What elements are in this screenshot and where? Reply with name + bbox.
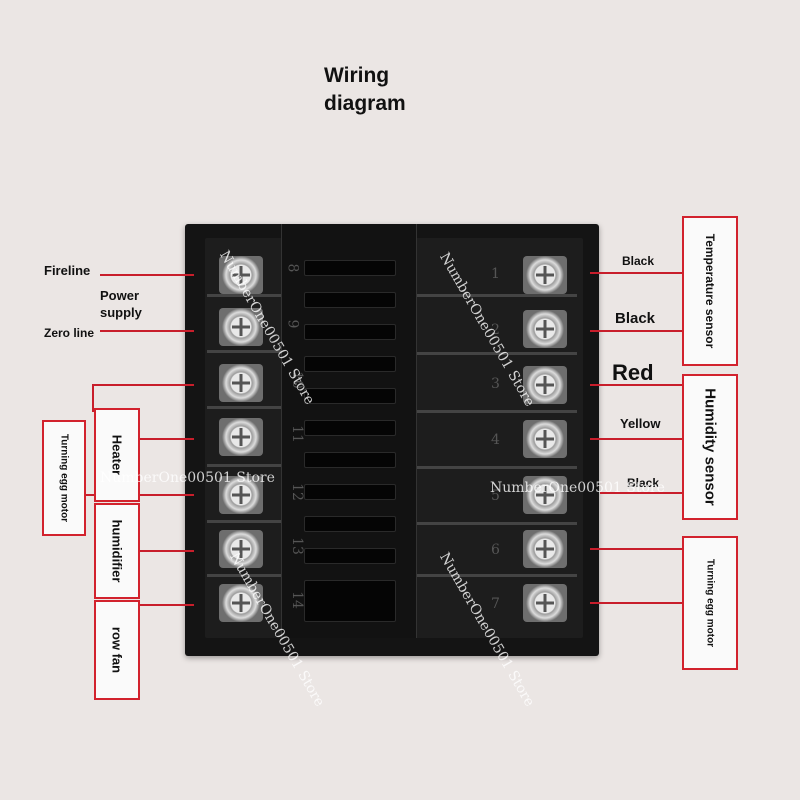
humidity-yellow-wire	[590, 438, 682, 440]
terminal-number: 8	[284, 263, 301, 273]
turning-motor-wire-left	[138, 494, 194, 496]
store-watermark: NumberOne00501 Store	[100, 470, 275, 486]
vent-slot	[304, 260, 396, 276]
terminal-number: 14	[288, 591, 305, 609]
turning-motor-wire-left-ext	[84, 494, 96, 496]
divider	[415, 294, 577, 297]
humidity-red-wire	[590, 384, 682, 386]
terminal-screw-4	[523, 420, 567, 458]
power-supply-label-2: supply	[100, 305, 142, 320]
black-label-3: Black	[627, 476, 660, 490]
vent-slot	[304, 484, 396, 500]
store-watermark: NumberOne00501 Store	[490, 480, 665, 496]
turning-motor-wire-right-1	[590, 548, 682, 550]
heater-box: Heater	[94, 408, 140, 502]
terminal-number: 6	[491, 542, 500, 558]
power-supply-label-1: Power	[100, 288, 140, 303]
vent-slot	[304, 580, 396, 622]
temp-sensor-black-wire	[590, 272, 682, 274]
yellow-label: Yellow	[620, 416, 661, 431]
zero-line-wire	[100, 330, 194, 332]
humidifier-label: humidifier	[109, 519, 125, 583]
humidifier-wire	[138, 550, 194, 552]
diagram-title: Wiring diagram	[324, 62, 406, 118]
terminal-screw-8	[219, 256, 263, 294]
temp-sensor-black-wire-2	[590, 330, 682, 332]
zero-line-label: Zero line	[44, 326, 95, 340]
divider	[207, 406, 307, 409]
vent-slot	[304, 516, 396, 532]
humidifier-box: humidifier	[94, 503, 140, 599]
terminal-screw-1	[523, 256, 567, 294]
terminal-screw-3	[523, 366, 567, 404]
vent-slot	[304, 452, 396, 468]
turning-egg-motor-label-left: Turning egg motor	[58, 433, 70, 523]
vent-panel: 8 9 10 11 12 13 14	[281, 224, 417, 638]
humidity-sensor-box: Humidity sensor	[682, 374, 738, 520]
turning-egg-motor-box-left: Turning egg motor	[42, 420, 86, 536]
vent-slot	[304, 356, 396, 372]
terminal-screw-7	[523, 584, 567, 622]
terminal-screw-11	[219, 418, 263, 456]
red-label: Red	[612, 360, 654, 385]
temperature-sensor-label: Temperature sensor	[703, 233, 717, 349]
terminal-screw-10	[219, 364, 263, 402]
terminal-number: 5	[491, 488, 500, 504]
terminal-screw-5	[523, 476, 567, 514]
terminal-screw-14	[219, 584, 263, 622]
divider	[207, 464, 307, 467]
terminal-number: 9	[284, 319, 301, 329]
turning-egg-motor-box-right: Turning egg motor	[682, 536, 738, 670]
fireline-label: Fireline	[44, 263, 91, 278]
terminal-screw-13	[219, 530, 263, 568]
terminal-number: 13	[288, 537, 305, 555]
divider	[207, 294, 307, 297]
heater-wire	[138, 438, 194, 440]
temperature-sensor-box: Temperature sensor	[682, 216, 738, 366]
divider	[415, 352, 577, 355]
turning-egg-motor-label-right: Turning egg motor	[704, 558, 716, 648]
terminal-screw-6	[523, 530, 567, 568]
terminal-number: 3	[491, 376, 500, 392]
row-fan-box: row fan	[94, 600, 140, 700]
divider	[207, 574, 307, 577]
turning-motor-wire-right-2	[590, 602, 682, 604]
terminal-number: 2	[491, 322, 500, 338]
title-line-1: Wiring	[324, 64, 390, 87]
vent-slot	[304, 548, 396, 564]
title-line-2: diagram	[324, 92, 406, 115]
terminal-screw-12	[219, 476, 263, 514]
divider	[207, 350, 307, 353]
terminal-number: 4	[491, 432, 500, 448]
terminal-number: 12	[288, 483, 305, 501]
vent-slot	[304, 292, 396, 308]
row-fan-label: row fan	[109, 626, 125, 674]
terminal-screw-9	[219, 308, 263, 346]
divider	[207, 520, 307, 523]
fireline-wire	[100, 274, 194, 276]
terminal-screw-2	[523, 310, 567, 348]
humidity-black-wire	[600, 492, 682, 494]
row-fan-wire	[138, 604, 194, 606]
divider	[415, 522, 577, 525]
black-label-2: Black	[615, 310, 656, 327]
wire-terminal-10-down	[92, 384, 94, 412]
terminal-number: 11	[288, 425, 305, 443]
vent-slot	[304, 324, 396, 340]
terminal-number: 7	[491, 596, 500, 612]
vent-slot	[304, 420, 396, 436]
wire-terminal-10	[92, 384, 194, 386]
divider	[415, 410, 577, 413]
divider	[415, 466, 577, 469]
humidity-sensor-label: Humidity sensor	[701, 388, 719, 506]
terminal-number: 1	[491, 266, 500, 282]
vent-slot	[304, 388, 396, 404]
divider	[415, 574, 577, 577]
black-label-1: Black	[622, 254, 655, 268]
